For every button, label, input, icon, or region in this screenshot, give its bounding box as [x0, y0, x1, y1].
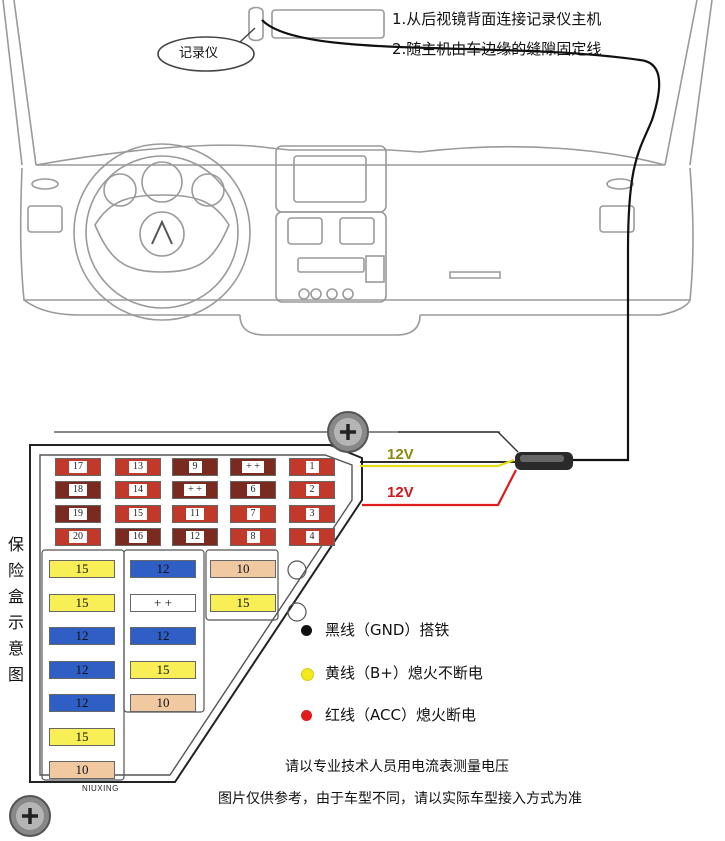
small-fuse-label: 9 — [188, 461, 202, 473]
small-fuse: 7 — [230, 505, 276, 523]
legend-item-red: 红线（ACC）熄火断电 — [325, 706, 476, 724]
large-fuse-label: 12 — [156, 628, 170, 643]
footer-note-1: 请以专业技术人员用电流表测量电压 — [285, 759, 509, 775]
large-fuse: 15 — [130, 660, 196, 679]
large-fuse: 12 — [49, 694, 115, 712]
small-fuse: + + — [230, 458, 276, 476]
small-fuse-label: + + — [242, 461, 264, 473]
small-fuse-label: 18 — [69, 484, 87, 496]
small-fuse-label: 12 — [186, 531, 204, 543]
small-fuse: 1 — [289, 458, 335, 476]
mirror-mount-icon — [248, 6, 264, 42]
small-fuse-label: 6 — [246, 484, 260, 496]
small-fuse: 17 — [55, 458, 101, 476]
small-fuse-label: 4 — [305, 531, 319, 543]
small-fuse: 14 — [115, 481, 161, 499]
screw-icon-top — [327, 411, 369, 453]
small-fuse: 6 — [230, 481, 276, 499]
header-note-1: 1.从后视镜背面连接记录仪主机 — [392, 10, 602, 28]
large-fuse-label: 15 — [75, 594, 89, 610]
black-cable-route — [261, 19, 661, 462]
voltage-label-yellow: 12V — [387, 446, 414, 463]
large-fuse: 12 — [49, 627, 115, 645]
large-fuse: + + — [130, 593, 196, 612]
large-fuse: 12 — [49, 660, 115, 679]
brand-label: NIUXING — [82, 784, 119, 793]
large-fuse: 12 — [130, 627, 196, 645]
recorder-callout — [157, 36, 255, 72]
small-fuse: 20 — [55, 528, 101, 546]
small-fuse: 12 — [172, 528, 218, 546]
large-fuse-label: 15 — [75, 561, 89, 576]
small-fuse-label: 19 — [69, 508, 87, 520]
large-fuse-label: 12 — [156, 561, 170, 576]
large-fuse: 15 — [49, 727, 115, 746]
small-fuse-label: 17 — [69, 461, 87, 473]
small-fuse-label: 3 — [305, 508, 319, 520]
small-fuse-label: 15 — [129, 508, 147, 520]
large-fuse-label: 15 — [236, 594, 250, 610]
small-fuse: 16 — [115, 528, 161, 546]
legend-dot-red — [301, 710, 312, 721]
footer-note-2: 图片仅供参考，由于车型不同，请以实际车型接入方式为准 — [218, 791, 582, 807]
large-fuse-label: 12 — [75, 661, 89, 677]
small-fuse: 13 — [115, 458, 161, 476]
small-fuse: 15 — [115, 505, 161, 523]
small-fuse-label: 16 — [129, 531, 147, 543]
legend-item-black: 黑线（GND）搭铁 — [325, 621, 450, 639]
small-fuse-label: + + — [184, 484, 206, 496]
small-fuse: 11 — [172, 505, 218, 523]
large-fuse-label: 10 — [236, 561, 250, 576]
recorder-label: 记录仪 — [179, 46, 219, 61]
fuse-box-label: 保 险 盒 示 意 图 — [7, 535, 24, 684]
small-fuse-label: 1 — [305, 461, 319, 473]
large-fuse: 15 — [210, 593, 276, 612]
large-fuse-label: 12 — [75, 695, 89, 710]
large-fuse-label: 10 — [75, 762, 89, 777]
small-fuse: 8 — [230, 528, 276, 546]
screw-icon-bottom — [9, 795, 51, 837]
small-fuse: + + — [172, 481, 218, 499]
small-fuse: 18 — [55, 481, 101, 499]
rear-view-mirror — [271, 9, 385, 39]
small-fuse-label: 20 — [69, 531, 87, 543]
small-fuse-label: 13 — [129, 461, 147, 473]
large-fuse-label: 15 — [75, 728, 89, 744]
small-fuse: 2 — [289, 481, 335, 499]
header-note-2: 2.随主机由车边缘的缝隙固定线 — [392, 40, 602, 58]
small-fuse-label: 11 — [186, 508, 204, 520]
large-fuse: 12 — [130, 560, 196, 578]
large-fuse: 10 — [210, 560, 276, 578]
small-fuse: 3 — [289, 505, 335, 523]
large-fuse: 10 — [49, 761, 115, 779]
large-fuse: 15 — [49, 560, 115, 578]
voltage-label-red: 12V — [387, 484, 414, 501]
large-fuse-label: 12 — [75, 628, 89, 643]
large-fuse-label: + + — [154, 594, 172, 610]
small-fuse-label: 14 — [129, 484, 147, 496]
large-fuse: 15 — [49, 593, 115, 612]
small-fuse-label: 8 — [246, 531, 260, 543]
large-fuse: 10 — [130, 694, 196, 712]
small-fuse: 4 — [289, 528, 335, 546]
small-fuse-label: 7 — [246, 508, 260, 520]
small-fuse: 19 — [55, 505, 101, 523]
legend-item-yellow: 黄线（B+）熄火不断电 — [325, 664, 483, 682]
small-fuse: 9 — [172, 458, 218, 476]
legend-dot-black — [301, 625, 312, 636]
large-fuse-label: 15 — [156, 661, 170, 677]
small-fuse-label: 2 — [305, 484, 319, 496]
large-fuse-label: 10 — [156, 695, 170, 710]
legend-dot-yellow — [301, 668, 314, 681]
